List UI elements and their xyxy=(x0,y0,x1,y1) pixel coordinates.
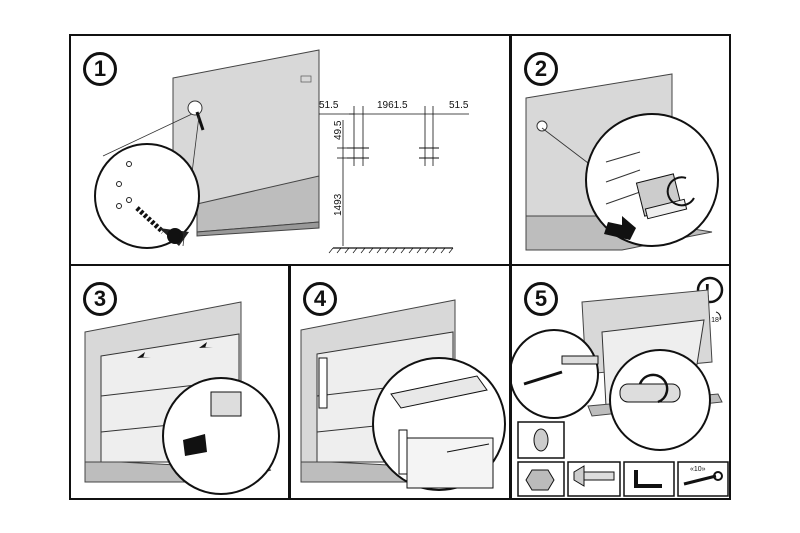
dim-drill-spacing: 49.5 xyxy=(333,120,344,140)
step-5-panel: 5 ! max 18° «10» xyxy=(510,264,731,500)
dim-height-from-floor: 1493 xyxy=(333,193,344,216)
step-3-panel: 3 xyxy=(69,264,290,500)
hex-key-icon xyxy=(634,470,662,488)
step-1-number: 1 xyxy=(83,52,117,86)
step-1-panel: 1 xyxy=(69,34,511,266)
washer-icon xyxy=(533,428,549,452)
step-3-illustration xyxy=(84,301,280,495)
dim-right-offset: 51.5 xyxy=(449,100,469,111)
step-4-number: 4 xyxy=(303,282,337,316)
dimension-drawing: 51.5 1961.5 51.5 49.5 1493 xyxy=(319,100,469,254)
wrench-size-label: «10» xyxy=(690,466,706,473)
nut-icon xyxy=(525,469,555,491)
step-2-panel: 2 xyxy=(510,34,731,266)
step-4-panel: 4 xyxy=(289,264,511,500)
step-5-number: 5 xyxy=(524,282,558,316)
step-2-illustration xyxy=(525,73,719,251)
step-4-illustration xyxy=(300,299,506,491)
bolt-icon xyxy=(573,465,585,487)
dim-left-offset: 51.5 xyxy=(319,100,339,111)
step-5-illustration: ! max 18° «10» xyxy=(512,276,729,497)
step-1-illustration: 51.5 1961.5 51.5 49.5 1493 xyxy=(94,49,469,254)
parts-legend: «10» xyxy=(517,421,729,497)
wrench-icon xyxy=(683,474,717,486)
step-2-number: 2 xyxy=(524,52,558,86)
step-3-number: 3 xyxy=(83,282,117,316)
dim-span: 1961.5 xyxy=(377,100,408,111)
